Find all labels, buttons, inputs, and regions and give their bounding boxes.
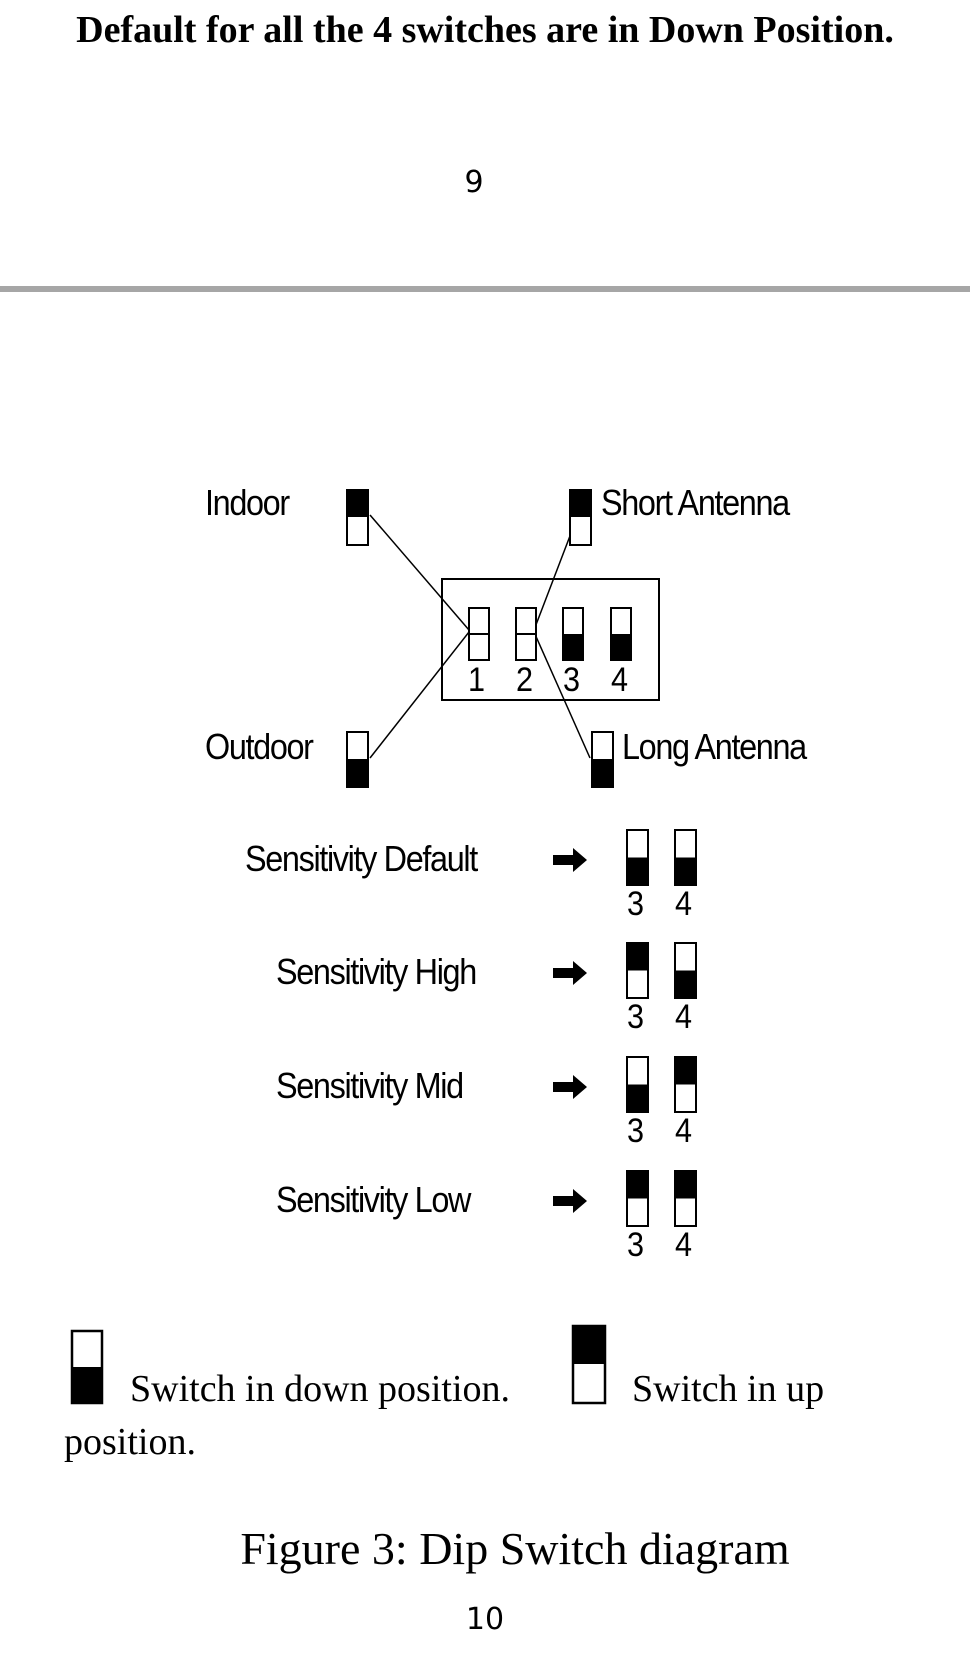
sens-high-num-4: 4 — [675, 998, 692, 1036]
switch-number-2: 2 — [516, 661, 533, 699]
legend-up-text: Switch in up — [632, 1368, 825, 1410]
switch-number-4: 4 — [611, 661, 628, 699]
sens-high-num-3: 3 — [627, 998, 644, 1036]
dip-switch-box — [441, 578, 660, 701]
sensitivity-switch-icon — [674, 829, 697, 886]
page-number-next: 10 — [465, 1602, 505, 1637]
long-antenna-switch-icon — [591, 731, 614, 788]
page-number-prev: 9 — [464, 165, 484, 200]
dip-switch-4 — [610, 607, 632, 661]
arrow-icon — [553, 848, 587, 872]
sensitivity-switch-icon — [674, 1056, 697, 1113]
sens-low-num-3: 3 — [627, 1226, 644, 1264]
switch-number-1: 1 — [468, 661, 485, 699]
sens-default-num-4: 4 — [675, 885, 692, 923]
sens-default-num-3: 3 — [627, 885, 644, 923]
figure-caption: Figure 3: Dip Switch diagram — [240, 1523, 790, 1574]
line-indoor — [369, 514, 470, 631]
outdoor-switch-icon — [346, 731, 369, 788]
dip-switch-1 — [468, 607, 490, 661]
sens-mid-num-4: 4 — [675, 1112, 692, 1150]
line-outdoor — [369, 631, 470, 759]
arrow-icon — [553, 1075, 587, 1099]
arrow-icon — [553, 961, 587, 985]
legend-up-text-cont: position. — [64, 1421, 196, 1463]
arrow-icon — [553, 1189, 587, 1213]
sensitivity-switch-icon — [674, 942, 697, 999]
default-position-note: Default for all the 4 switches are in Do… — [76, 9, 894, 51]
label-sensitivity-low: Sensitivity Low — [276, 1179, 471, 1220]
label-long-antenna: Long Antenna — [622, 726, 807, 767]
line-long-antenna — [533, 631, 591, 759]
label-sensitivity-high: Sensitivity High — [276, 951, 477, 992]
switch-number-3: 3 — [563, 661, 580, 699]
sensitivity-switch-icon — [626, 1170, 649, 1227]
label-sensitivity-default: Sensitivity Default — [245, 838, 478, 879]
dip-switch-2 — [515, 607, 537, 661]
sens-mid-num-3: 3 — [627, 1112, 644, 1150]
sensitivity-switch-icon — [626, 1056, 649, 1113]
label-sensitivity-mid: Sensitivity Mid — [276, 1065, 464, 1106]
legend-down-text: Switch in down position. — [130, 1368, 511, 1410]
legend-down-icon — [70, 1329, 104, 1405]
indoor-switch-icon — [346, 489, 369, 546]
label-indoor: Indoor — [205, 482, 290, 523]
label-short-antenna: Short Antenna — [601, 482, 790, 523]
sensitivity-switch-icon — [626, 942, 649, 999]
sens-low-num-4: 4 — [675, 1226, 692, 1264]
legend-up-icon — [571, 1324, 607, 1405]
sensitivity-switch-icon — [626, 829, 649, 886]
label-outdoor: Outdoor — [205, 726, 314, 767]
sensitivity-switch-icon — [674, 1170, 697, 1227]
short-antenna-switch-icon — [569, 489, 592, 546]
sensitivity-arrows — [553, 848, 587, 1213]
page-divider — [0, 286, 970, 292]
dip-switch-3 — [562, 607, 584, 661]
